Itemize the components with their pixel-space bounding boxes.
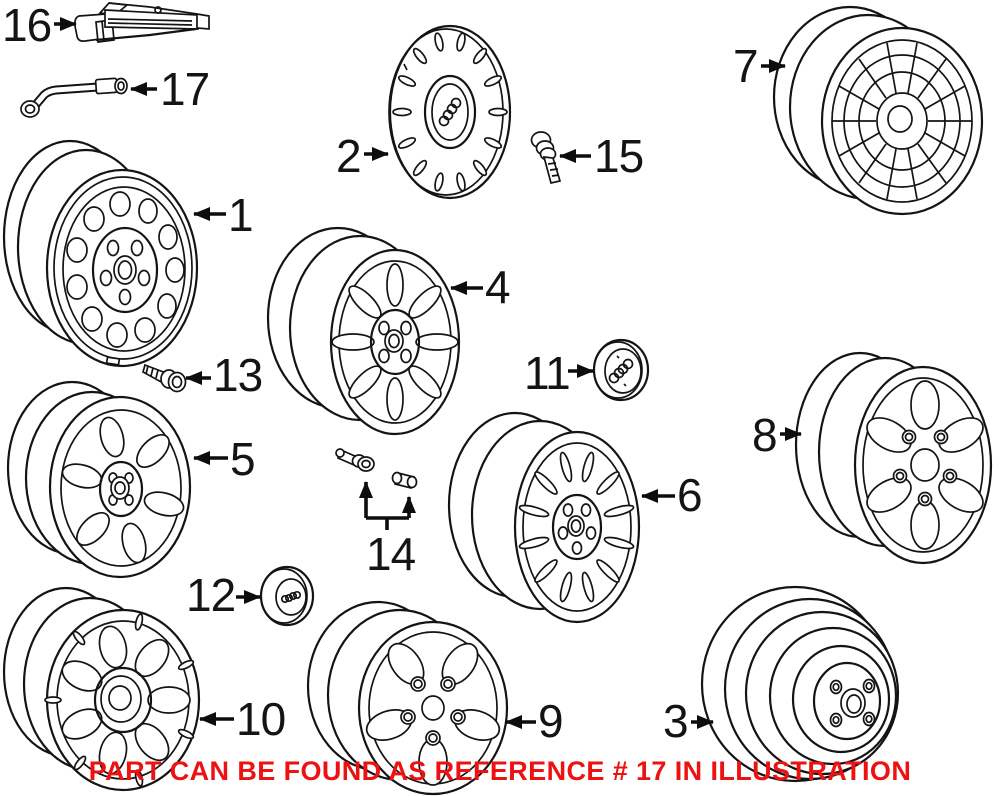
compact-spare-wheel-drawing	[700, 585, 900, 783]
scissor-jack-drawing	[73, 2, 210, 43]
alloy-wheel-6-spoke-drawing	[6, 380, 192, 579]
part-label-8: 8	[752, 409, 778, 461]
part-label-7: 7	[733, 40, 759, 92]
wheel-cover-drawing	[388, 24, 512, 200]
part-label-14: 14	[366, 528, 416, 580]
valve-stem-drawing	[335, 448, 418, 490]
wheel-lock-bolt-drawing	[530, 131, 562, 185]
part-label-3: 3	[663, 695, 689, 747]
lug-wrench-drawing	[20, 77, 128, 118]
alloy-wheel-double-spoke-drawing	[447, 411, 641, 624]
part-label-10: 10	[236, 693, 286, 745]
center-cap-small-drawing	[259, 565, 315, 627]
callout-arrows	[54, 17, 802, 729]
part-label-1: 1	[228, 189, 254, 241]
alloy-wheel-6-spoke-wide-drawing	[794, 351, 993, 565]
steel-wheel-drawing	[2, 139, 199, 368]
part-label-5: 5	[230, 433, 256, 485]
part-label-13: 13	[213, 349, 263, 401]
mesh-alloy-wheel-drawing	[772, 5, 984, 216]
part-label-17: 17	[160, 63, 210, 115]
part-label-11: 11	[524, 347, 571, 399]
part-label-6: 6	[677, 469, 703, 521]
bracket-14	[359, 481, 416, 530]
part-label-9: 9	[538, 695, 564, 747]
wheel-bolt-drawing	[141, 363, 187, 393]
part-label-15: 15	[594, 130, 644, 182]
alloy-wheel-7-spoke-drawing	[2, 586, 201, 792]
center-cap-drawing	[592, 338, 650, 402]
part-label-12: 12	[186, 569, 236, 621]
alloy-wheel-8-spoke-drawing	[266, 226, 461, 436]
part-label-4: 4	[485, 261, 511, 313]
watermark-note: PART CAN BE FOUND AS REFERENCE # 17 IN I…	[88, 756, 912, 786]
part-label-2: 2	[336, 130, 362, 182]
alloy-wheel-5-spoke-drawing	[306, 600, 509, 796]
part-label-16: 16	[2, 0, 52, 51]
